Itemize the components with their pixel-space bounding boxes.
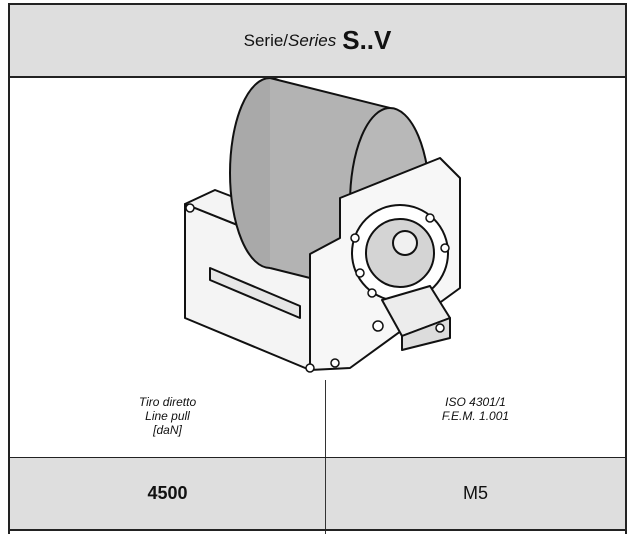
label-line: Tiro diretto	[138, 395, 197, 409]
label-line: ISO 4301/1	[445, 395, 506, 409]
label-line: Line pull	[145, 409, 190, 423]
line-pull-label: Tiro diretto Line pull [daN]	[10, 395, 325, 437]
series-header: Serie/Series S..V	[10, 5, 625, 78]
iso-label: ISO 4301/1 F.E.M. 1.001	[326, 395, 625, 423]
series-prefix-italic: Series	[288, 30, 337, 50]
top-border	[8, 3, 627, 5]
iso-class-value: M5	[462, 483, 488, 503]
winch-drum-icon	[184, 78, 461, 373]
values-row: 4500 M5	[10, 457, 625, 531]
label-line: F.E.M. 1.001	[441, 409, 510, 423]
series-code: S..V	[342, 25, 392, 55]
left-border	[8, 3, 10, 534]
right-border	[625, 3, 627, 534]
product-image	[10, 78, 625, 380]
label-line: [daN]	[153, 423, 182, 437]
line-pull-value: 4500	[147, 483, 188, 503]
values-divider	[325, 458, 326, 529]
series-prefix: Serie/	[243, 30, 289, 50]
